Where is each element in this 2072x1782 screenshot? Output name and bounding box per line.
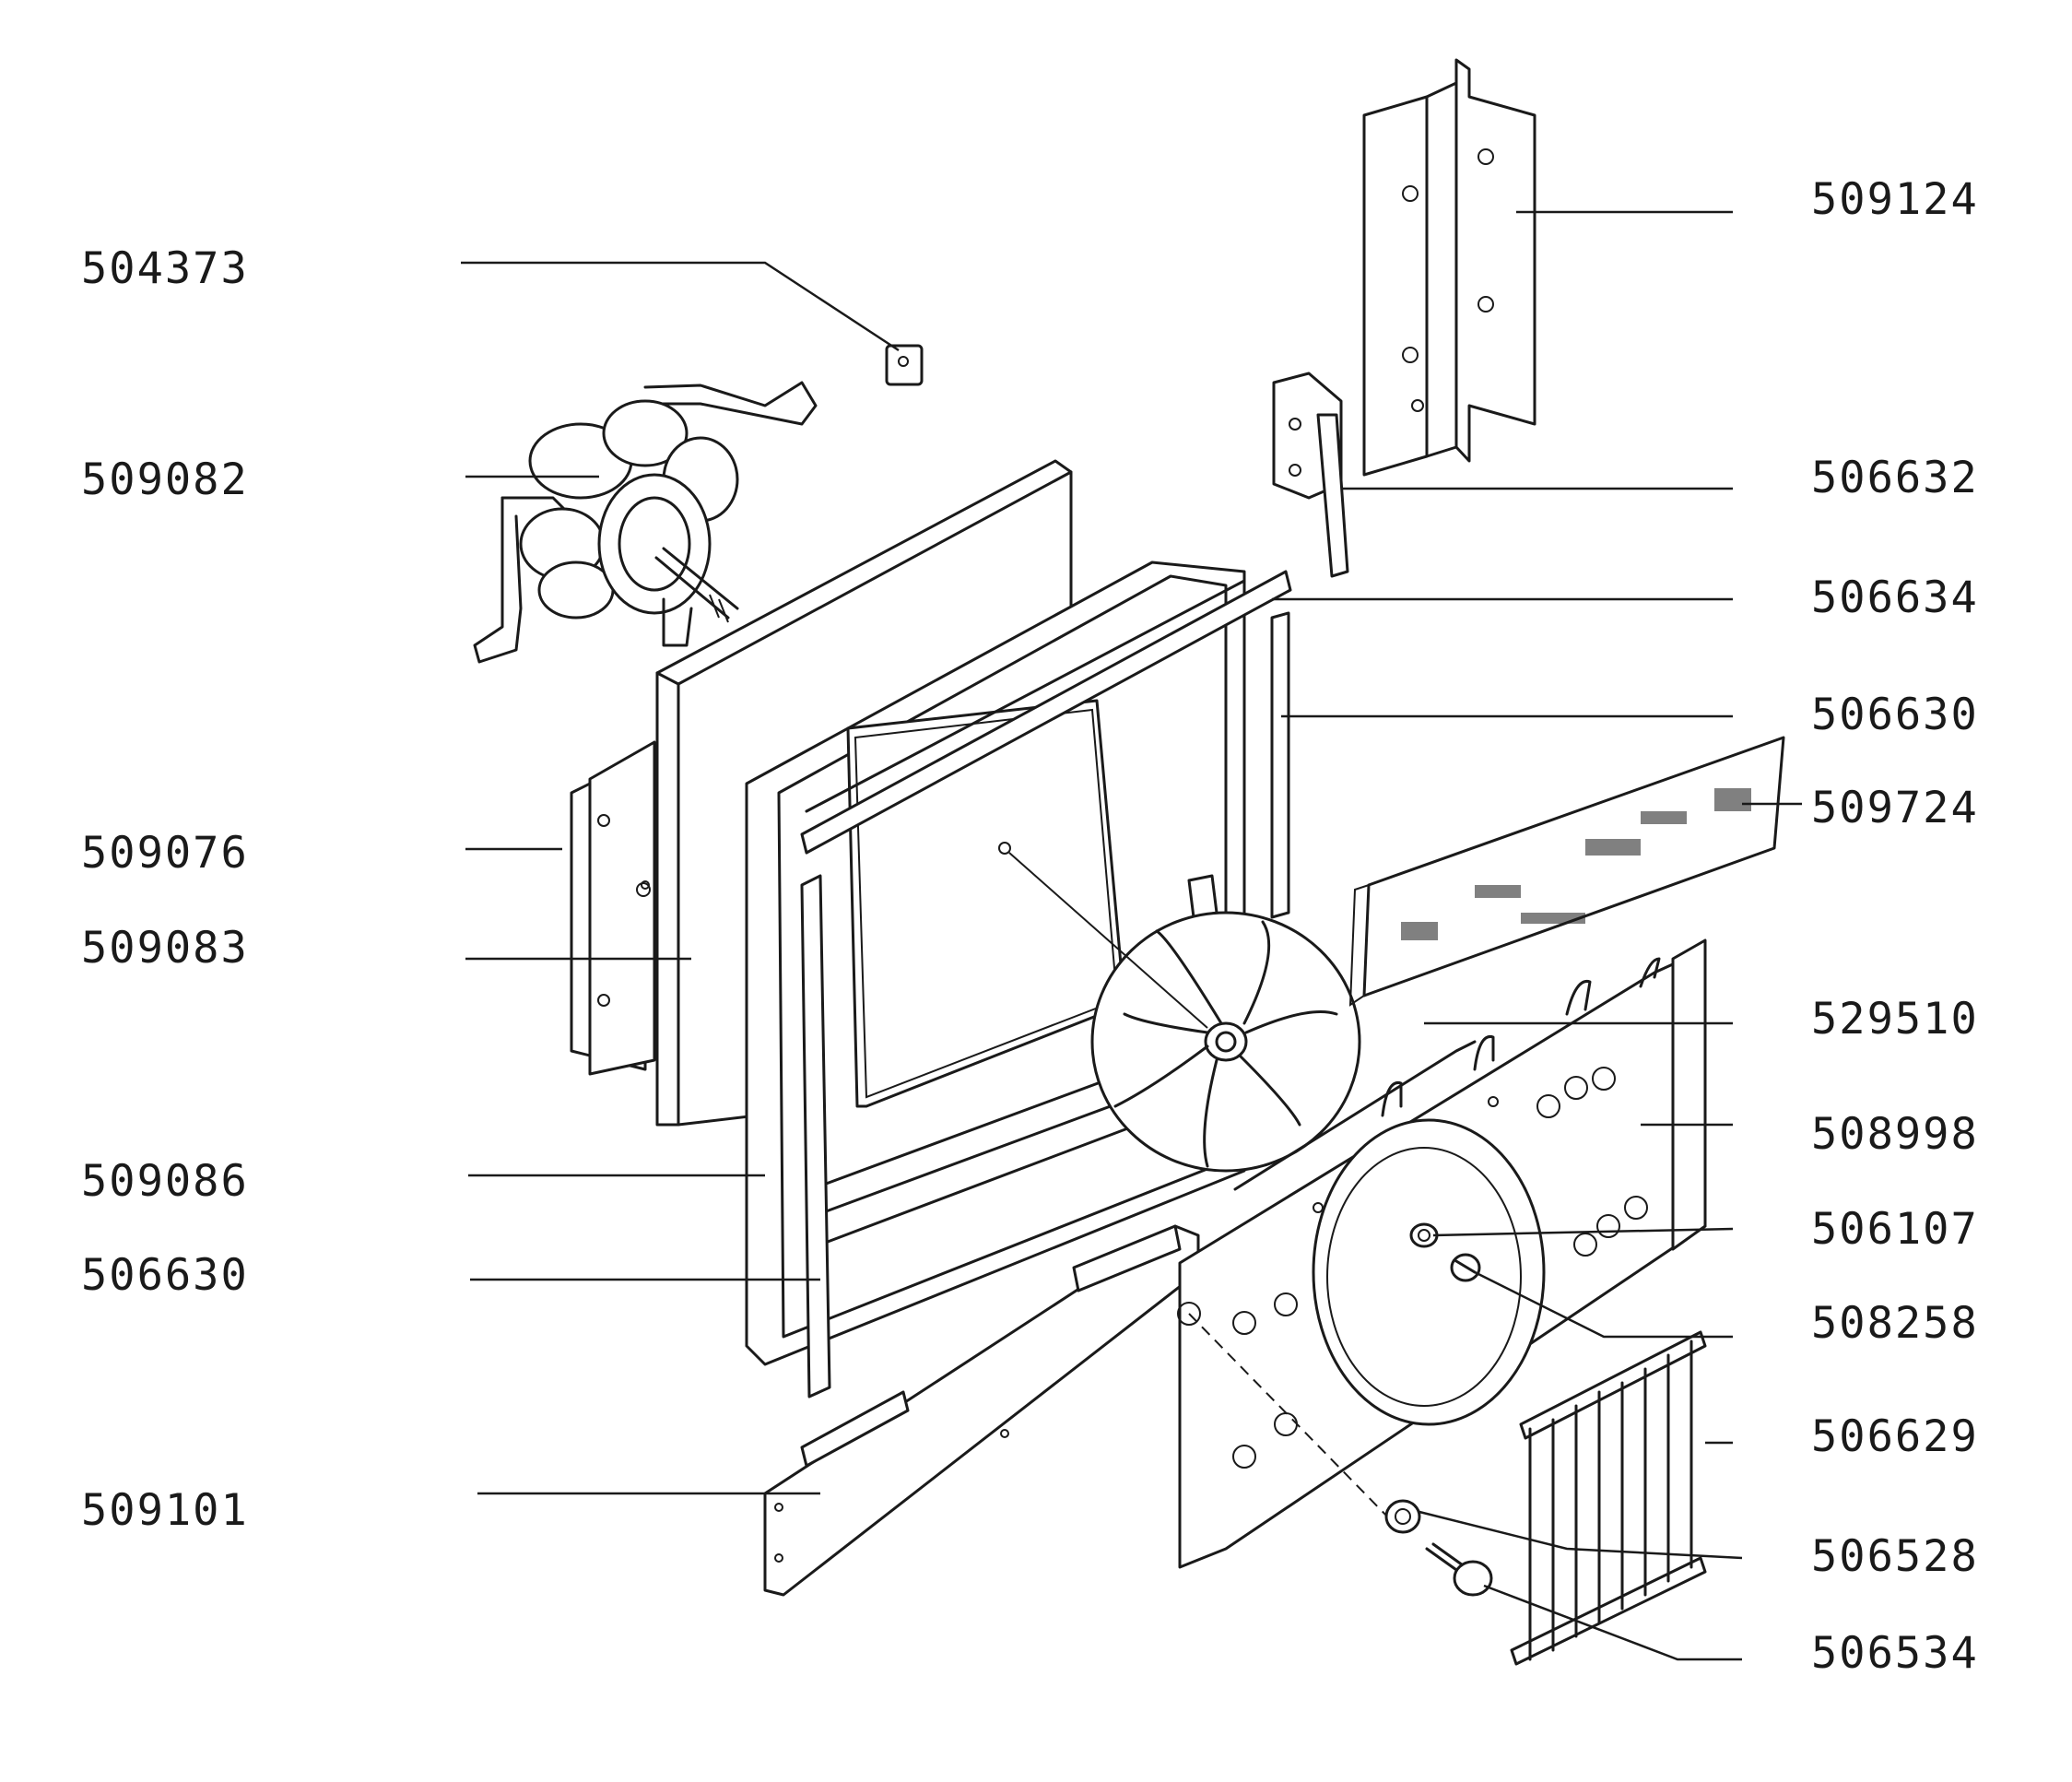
washer-part: [1384, 1499, 1421, 1534]
part-label-left-2: 509082: [81, 454, 249, 505]
screw-part: [1425, 1542, 1493, 1597]
fan-motor-part: [473, 381, 818, 664]
fan-impeller-part: [1008, 852, 1361, 1173]
switch-part: [1272, 372, 1349, 578]
seal-strip-part: [800, 611, 1290, 1398]
part-label-left-5: 509086: [81, 1156, 249, 1207]
part-label-left-3: 509076: [81, 828, 249, 879]
part-label-right-9: 508258: [1811, 1298, 1979, 1349]
part-label-right-12: 506534: [1811, 1628, 1979, 1679]
back-plate-part: [570, 740, 656, 1076]
part-label-left-6: 506630: [81, 1250, 249, 1301]
heat-shield-part: [1348, 736, 1785, 1007]
part-label-left-4: 509083: [81, 923, 249, 974]
part-label-right-11: 506528: [1811, 1531, 1979, 1582]
nut-part: [1409, 1222, 1439, 1248]
part-label-right-4: 506630: [1811, 690, 1979, 740]
part-label-right-3: 506634: [1811, 572, 1979, 623]
part-label-right-10: 506629: [1811, 1411, 1979, 1462]
leader-lines-left: [461, 261, 900, 1495]
oven-frame-part: [745, 561, 1292, 1366]
part-label-right-1: 509124: [1811, 174, 1979, 225]
part-label-right-2: 506632: [1811, 453, 1979, 503]
rear-plate-part: [1177, 938, 1707, 1569]
grille-part: [1510, 1330, 1707, 1666]
part-label-left-1: 504373: [81, 243, 249, 294]
part-label-right-6: 529510: [1811, 994, 1979, 1044]
part-label-left-7: 509101: [81, 1485, 249, 1536]
part-label-right-7: 508998: [1811, 1109, 1979, 1160]
clip-part: [885, 344, 924, 386]
spacer-part: [1450, 1253, 1481, 1282]
leader-lines-right: [1272, 210, 1802, 1661]
mounting-bracket-part: [1362, 58, 1536, 477]
part-label-right-5: 509724: [1811, 783, 1979, 833]
part-label-right-8: 506107: [1811, 1204, 1979, 1255]
